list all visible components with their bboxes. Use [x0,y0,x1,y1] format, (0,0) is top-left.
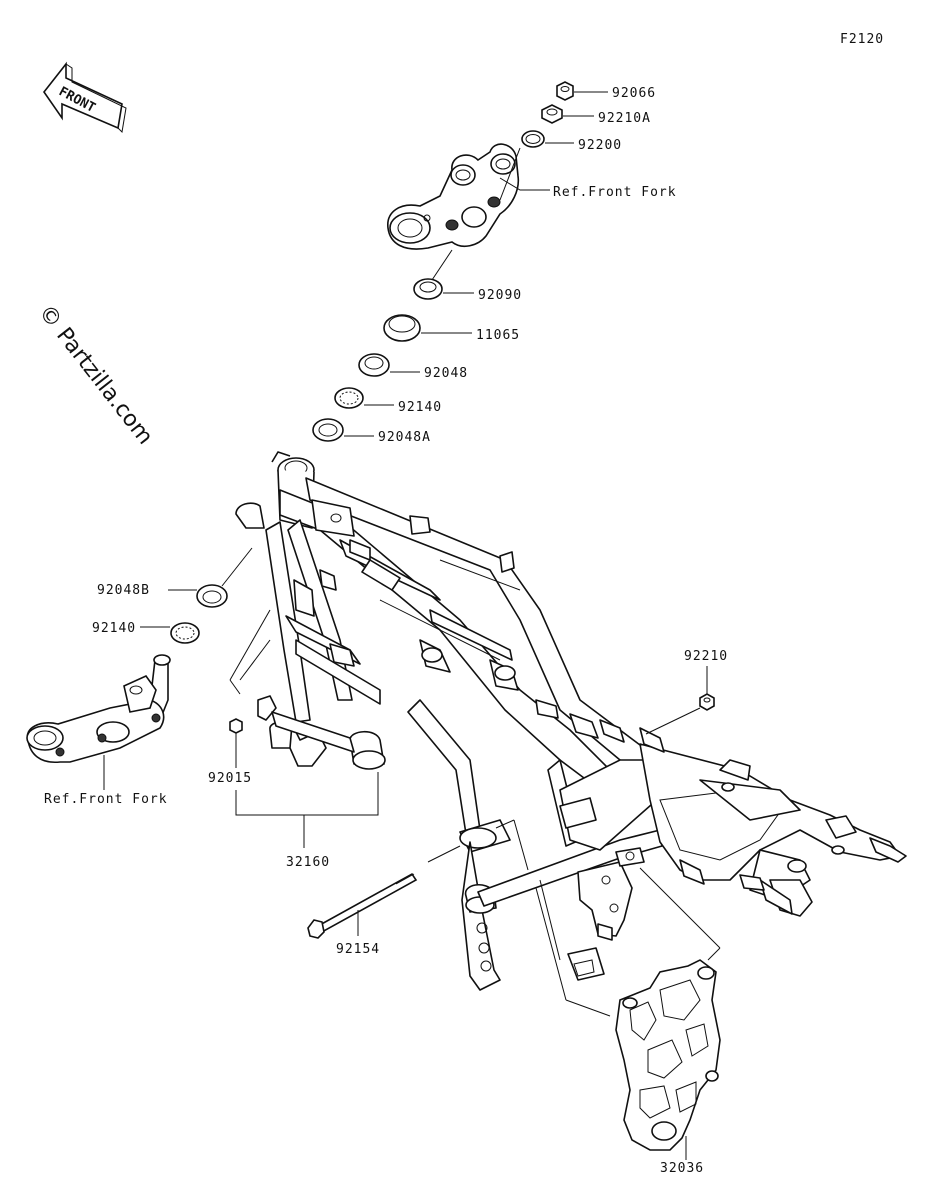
label-92140-left: 92140 [92,621,136,636]
bearing-92140-left-icon [170,622,200,644]
label-32160: 32160 [286,855,330,870]
watermark: © Partzilla.com [33,300,157,449]
race-92048A-icon [312,418,344,442]
locknut-92090-icon [413,278,443,300]
frame-icon [235,451,907,991]
nut-92210-icon [699,693,715,711]
bolt-92154-icon [307,872,418,939]
label-92154: 92154 [336,942,380,957]
label-ref-front-fork-top: Ref.Front Fork [553,185,677,200]
label-92210A: 92210A [598,111,651,126]
label-92090: 92090 [478,288,522,303]
label-92048B: 92048B [97,583,150,598]
engine-plate-32036-icon [615,959,721,1151]
diagram-id: F2120 [840,32,884,47]
label-11065: 11065 [476,328,520,343]
bolt-92015-icon [229,718,243,742]
bearing-92140-top-icon [334,387,364,409]
nut-92210A-icon [541,104,563,124]
label-92048A: 92048A [378,430,431,445]
lower-triple-clamp-icon [26,654,171,764]
label-92048: 92048 [424,366,468,381]
label-92066: 92066 [612,86,656,101]
upper-triple-clamp-icon [387,143,520,250]
nut-92066-icon [556,81,574,101]
label-ref-front-fork-bottom: Ref.Front Fork [44,792,168,807]
label-92210: 92210 [684,649,728,664]
label-92200: 92200 [578,138,622,153]
seal-11065-icon [383,314,421,342]
race-92048B-icon [196,584,228,608]
washer-92200-icon [521,130,545,148]
front-arrow-icon: FRONT [43,61,127,134]
label-32036: 32036 [660,1161,704,1176]
label-92015: 92015 [208,771,252,786]
race-92048-icon [358,353,390,377]
label-92140-top: 92140 [398,400,442,415]
